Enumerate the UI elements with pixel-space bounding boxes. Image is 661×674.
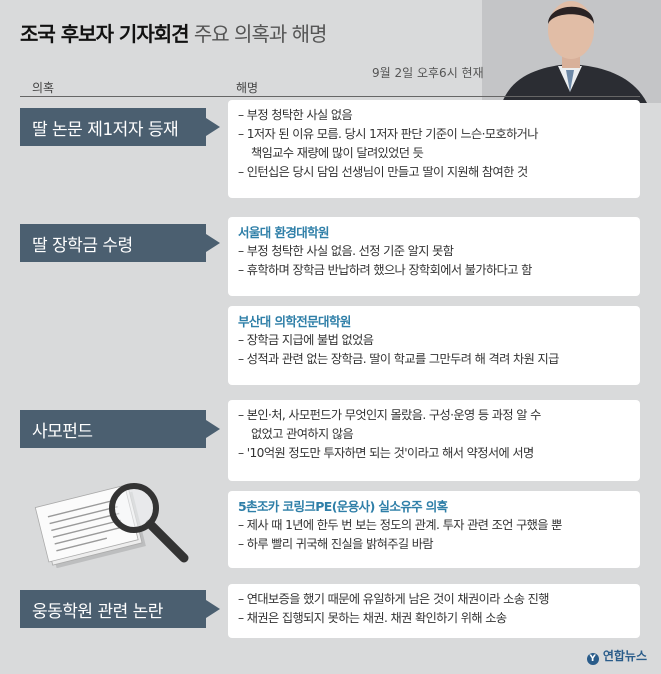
subheading-snu: 서울대 환경대학원 — [238, 225, 330, 240]
explanation-line: – 하루 빨리 귀국해 진실을 밝혀주길 바람 — [238, 537, 434, 551]
explanation-line: – 인턴십은 당시 담임 선생님이 만들고 딸이 지원해 참여한 것 — [238, 165, 528, 179]
title-normal: 주요 의혹과 해명 — [188, 22, 328, 46]
yonhap-logo: Y 연합뉴스 — [586, 647, 647, 665]
explanation-line: 책임교수 재량에 많이 달려있었던 듯 — [251, 146, 424, 160]
explanation-line: – 휴학하며 장학금 반납하려 했으나 장학회에서 불가하다고 함 — [238, 263, 532, 277]
arrow-icon — [206, 118, 220, 136]
portrait-photo — [482, 0, 661, 103]
allegation-label-fund: 사모펀드 — [20, 410, 206, 448]
allegation-label-scholarship: 딸 장학금 수령 — [20, 224, 206, 262]
explanation-card-snu: 서울대 환경대학원 – 부정 청탁한 사실 없음. 선정 기준 알지 못함 – … — [228, 217, 640, 296]
explanation-line: – 부정 청탁한 사실 없음. 선정 기준 알지 못함 — [238, 244, 454, 258]
explanation-card-pnu: 부산대 의학전문대학원 – 장학금 지급에 불법 없었음 – 성적과 관련 없는… — [228, 306, 640, 385]
page-title: 조국 후보자 기자회견 주요 의혹과 해명 — [20, 18, 328, 47]
column-header-allegation: 의혹 — [32, 81, 55, 95]
explanation-card-thesis: – 부정 청탁한 사실 없음 – 1저자 된 이유 모름. 당시 1저자 판단 … — [228, 100, 640, 198]
explanation-card-korea-link: 5촌조카 코링크PE(운용사) 실소유주 의혹 – 제사 때 1년에 한두 번 … — [228, 491, 640, 568]
explanation-line: – 채권은 집행되지 못하는 채권. 채권 확인하기 위해 소송 — [238, 611, 507, 625]
subheading-pnu: 부산대 의학전문대학원 — [238, 314, 351, 329]
explanation-line: – 본인·처, 사모펀드가 무엇인지 몰랐음. 구성·운영 등 과정 알 수 — [238, 408, 541, 422]
arrow-icon — [206, 420, 220, 438]
explanation-card-fund: – 본인·처, 사모펀드가 무엇인지 몰랐음. 구성·운영 등 과정 알 수 없… — [228, 400, 640, 481]
portrait-icon — [482, 0, 661, 103]
logo-text: 연합뉴스 — [602, 649, 647, 663]
header-divider — [20, 96, 640, 97]
allegation-label-thesis: 딸 논문 제1저자 등재 — [20, 108, 206, 146]
arrow-icon — [206, 600, 220, 618]
explanation-line: – 연대보증을 했기 때문에 유일하게 남은 것이 채권이라 소송 진행 — [238, 592, 549, 606]
explanation-line: – 부정 청탁한 사실 없음 — [238, 108, 353, 122]
explanation-line: – 제사 때 1년에 한두 번 보는 정도의 관계. 투자 관련 조언 구했을 … — [238, 518, 562, 532]
as-of-timestamp: 9월 2일 오후6시 현재 — [372, 66, 484, 80]
explanation-line: 없었고 관여하지 않음 — [251, 427, 354, 441]
arrow-icon — [206, 234, 220, 252]
explanation-line: – '10억원 정도만 투자하면 되는 것'이라고 해서 약정서에 서명 — [238, 446, 534, 460]
document-magnifier-icon — [34, 483, 189, 569]
title-bold: 조국 후보자 기자회견 — [20, 22, 190, 46]
explanation-card-woongdong: – 연대보증을 했기 때문에 유일하게 남은 것이 채권이라 소송 진행 – 채… — [228, 584, 640, 638]
explanation-line: – 장학금 지급에 불법 없었음 — [238, 333, 374, 347]
subheading-korea-link: 5촌조카 코링크PE(운용사) 실소유주 의혹 — [238, 499, 448, 514]
allegation-label-woongdong: 웅동학원 관련 논란 — [20, 590, 206, 628]
explanation-line: – 1저자 된 이유 모름. 당시 1저자 판단 기준이 느슨·모호하거나 — [238, 127, 539, 141]
logo-mark-icon: Y — [586, 653, 599, 665]
explanation-line: – 성적과 관련 없는 장학금. 딸이 학교를 그만두려 해 격려 차원 지급 — [238, 352, 559, 366]
column-header-explanation: 해명 — [236, 81, 259, 95]
document-magnifier-illustration — [34, 478, 199, 569]
